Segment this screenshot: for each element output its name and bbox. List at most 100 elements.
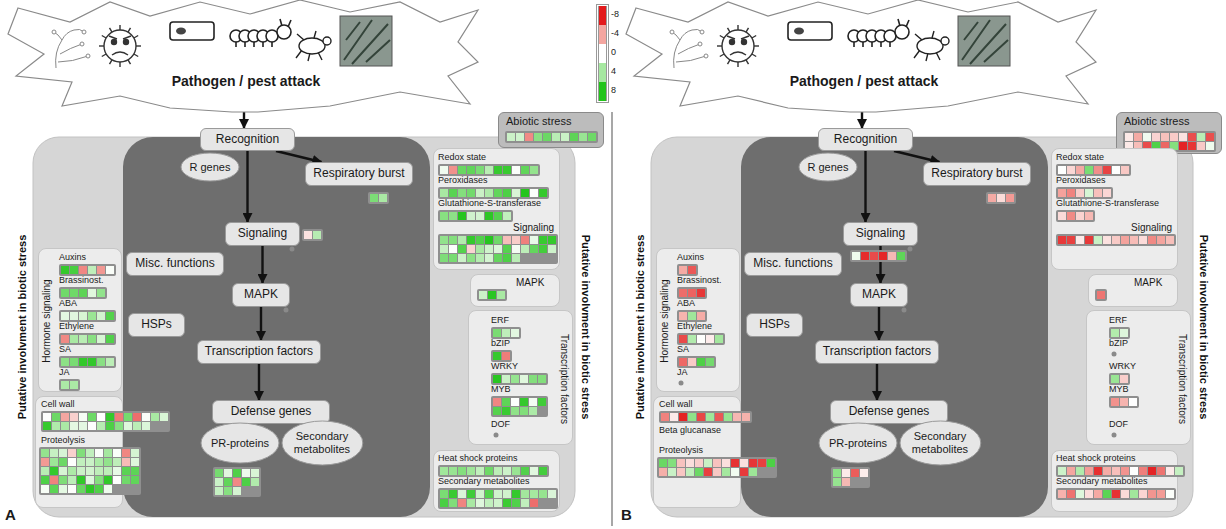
category-panel: Transcription factorsERFbZIPWRKYMYBDOF [468,310,573,445]
expression-cell [1112,166,1120,174]
process-box: Recognition [818,128,913,151]
node-label: Defense genes [231,405,312,419]
fungus-icon [82,30,86,34]
expression-cell [1085,166,1093,174]
category-label: JA [677,367,688,377]
heatmap-frame [477,289,507,301]
expression-cell [68,476,76,484]
category-label: Cell wall [659,399,693,409]
label-slot: Proteolysis [41,435,85,445]
expression-cell [758,459,766,467]
legend-frame [597,5,609,103]
expression-cell [1094,166,1102,174]
expression-cell [1134,133,1142,141]
heatmap-frame [59,264,116,276]
expression-cell [95,476,103,484]
expression-cell [97,266,105,274]
expression-cell [68,449,76,457]
core-pathway-fill [741,137,1048,517]
category-label: Transcription factors [558,334,570,424]
process-ellipse: Secondary metabolites [281,420,364,466]
category-label: Brassinost. [59,275,104,285]
heatmap-frame [505,131,598,143]
expression-cell [997,194,1005,202]
legend-swatch [598,6,607,25]
heatmap-frame [368,192,389,204]
expression-cell [677,468,685,476]
process-box: HSPs [746,313,803,337]
expression-cell [70,413,78,421]
label-slot: Redox state [1056,152,1104,162]
expression-cell [502,352,510,360]
legend-swatch [598,25,607,44]
expression-cell [77,485,85,493]
heatmap-frame [491,373,548,385]
label-slot: A [5,506,16,523]
expression-cell [41,485,49,493]
expression-cell [740,459,748,467]
expression-cell [1148,490,1156,498]
expression-cell [870,252,878,260]
expression-cell [449,499,457,507]
expression-cell [713,468,721,476]
expression-cell [697,358,705,366]
expression-cell [494,189,502,197]
expression-cell [688,289,696,297]
expression-cell [467,245,475,253]
category-label: DOF [491,419,510,429]
heatmap-frame [491,396,548,417]
expression-cell [233,478,241,486]
expression-cell [485,166,493,174]
node-label: Secondary metabolites [908,430,972,455]
heatmap-frame [677,310,707,322]
expression-cell [1129,398,1137,406]
expression-cell [1130,236,1138,244]
expression-cell [224,469,232,477]
expression-cell [502,398,510,406]
expression-cell [476,212,484,220]
expression-cell [1175,467,1183,475]
node-label: Recognition [834,133,897,147]
expression-cell [88,289,96,297]
expression-cell [697,335,705,343]
expression-cell [304,231,312,239]
category-panel: MAPK [470,274,560,307]
heatmap-frame [1056,210,1095,222]
expression-cell [476,189,484,197]
expression-cell [97,289,105,297]
expression-cell [767,459,775,467]
expression-cell [79,422,87,430]
label-slot: Heat shock proteins [1056,453,1136,463]
expression-cell [52,422,60,430]
expression-cell [79,312,87,320]
expression-cell [520,398,528,406]
expression-cell [104,449,112,457]
expression-cell [512,236,520,244]
node-label: R genes [808,161,849,174]
expression-cell [548,490,556,498]
expression-cell [1152,133,1160,141]
expression-cell [233,487,241,495]
expression-cell [95,467,103,475]
expression-cell [88,413,96,421]
category-label: JA [59,367,70,377]
label-slot: Transcription factors [558,334,570,424]
abiotic-stress-box: Abiotic stress [498,112,604,148]
node-label: Putative involvment in biotic stress [634,235,647,420]
category-panel: MAPK [1088,274,1178,307]
expression-cell [1139,467,1147,475]
expression-cell [507,133,515,141]
expression-cell [1139,490,1147,498]
expression-cell [458,467,466,475]
caterpillar-icon [230,19,291,47]
category-label: MYB [491,384,511,394]
flow-arrow [876,364,878,400]
expression-cell [552,133,560,141]
category-label: Auxins [677,252,704,262]
node-label: HSPs [141,318,172,332]
expression-cell [704,468,712,476]
expression-cell [851,469,859,477]
expression-cell [668,468,676,476]
category-label: Peroxidases [1056,175,1106,185]
